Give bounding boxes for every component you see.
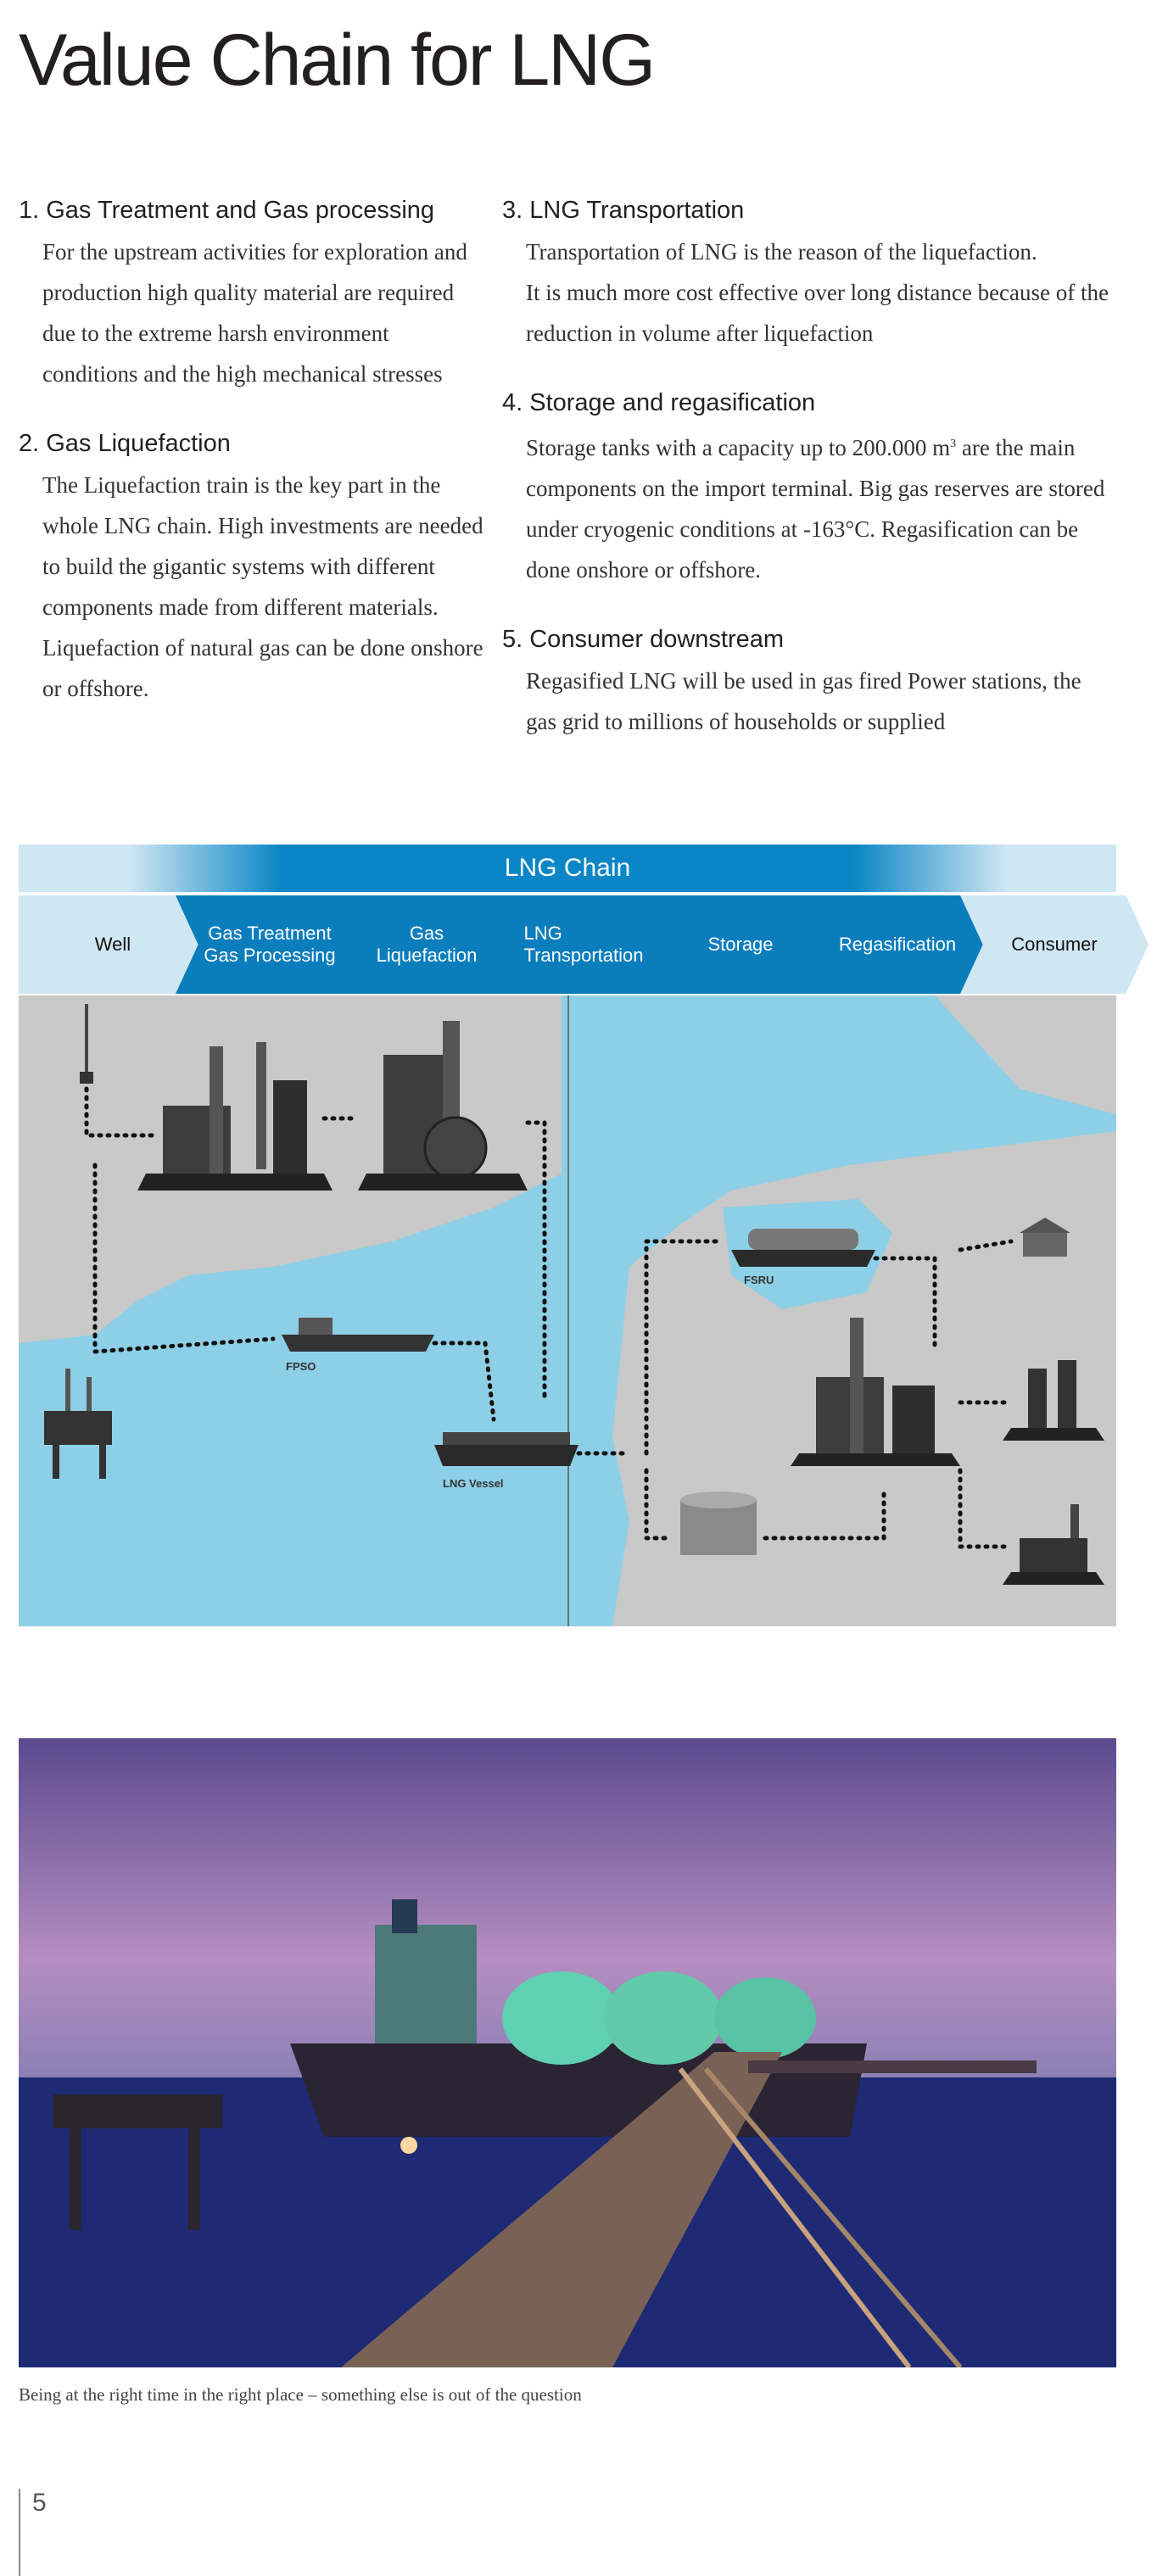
houses-icon — [1020, 1218, 1070, 1257]
page-title: Value Chain for LNG — [19, 20, 656, 101]
section-heading: 1. Gas Treatment and Gas processing — [19, 197, 435, 224]
section-storage-regasification: 4. Storage and regasification Storage ta… — [502, 389, 1113, 590]
section-heading: 2. Gas Liquefaction — [19, 430, 231, 457]
chain-step-label: Storage — [707, 934, 774, 955]
chain-step-label: Consumer — [1011, 934, 1098, 955]
land-corner — [935, 995, 1116, 1114]
section-lng-transportation: 3. LNG Transportation Transportation of … — [502, 197, 1113, 354]
right-column: 3. LNG Transportation Transportation of … — [502, 197, 1113, 778]
chain-step-label: Regasification — [838, 934, 957, 955]
section-heading: 4. Storage and regasification — [502, 389, 816, 416]
section-body-line: It is much more cost effective over long… — [526, 280, 1109, 346]
chain-step-label: Gas Liquefaction — [376, 923, 478, 966]
chain-step-well: Well — [19, 895, 207, 994]
power-station-icon — [1003, 1360, 1104, 1441]
lng-vessel-label: LNG Vessel — [443, 1477, 504, 1490]
section-body: Transportation of LNG is the reason of t… — [526, 231, 1113, 354]
section-gas-liquefaction: 2. Gas Liquefaction The Liquefaction tra… — [19, 430, 485, 709]
chain-step-line: Transportation — [523, 945, 644, 966]
section-body: The Liquefaction train is the key part i… — [42, 472, 483, 701]
liquefaction-plant-icon — [358, 1021, 528, 1190]
chain-step-regasification: Regasification — [803, 895, 992, 994]
chain-step-storage: Storage — [646, 895, 835, 994]
chain-step-label: Well — [94, 934, 131, 955]
section-heading: 3. LNG Transportation — [502, 197, 745, 224]
section-heading: 5. Consumer downstream — [502, 626, 785, 653]
fpso-label: FPSO — [286, 1360, 316, 1373]
page-number-rule — [19, 2489, 20, 2576]
well-icon — [80, 1004, 93, 1084]
page-number: 5 — [32, 2489, 47, 2517]
section-gas-treatment: 1. Gas Treatment and Gas processing For … — [19, 197, 485, 394]
fsru-label: FSRU — [744, 1274, 774, 1286]
offshore-platform-icon — [44, 1369, 112, 1479]
left-column: 1. Gas Treatment and Gas processing For … — [19, 197, 485, 744]
chain-step-consumer: Consumer — [960, 895, 1149, 994]
lng-terminal-photo — [19, 1738, 1116, 2369]
chain-step-line: LNG — [523, 923, 562, 944]
chain-step-liquefaction: Gas Liquefaction — [333, 895, 521, 994]
fsru-icon: FSRU — [731, 1229, 875, 1286]
fpso-icon: FPSO — [282, 1318, 434, 1373]
flow-arrows — [84, 1086, 1014, 1549]
lamp-light — [400, 2137, 417, 2154]
dolphin-structure-icon — [53, 2094, 222, 2230]
jetty-icon — [341, 2052, 1037, 2369]
lng-chain-diagram: FPSO LNG Vessel FSRU — [19, 995, 1116, 1626]
lng-chain-title: LNG Chain — [504, 854, 631, 882]
section-body: For the upstream activities for explorat… — [42, 239, 467, 387]
regasification-plant-icon — [791, 1318, 960, 1466]
body-text: Storage tanks with a capacity up to 200.… — [526, 435, 951, 460]
section-consumer-downstream: 5. Consumer downstream Regasified LNG wi… — [502, 626, 1113, 742]
section-body: Storage tanks with a capacity up to 200.… — [526, 424, 1113, 590]
lng-chain-header: LNG Chain — [19, 845, 1116, 892]
section-body-line: Transportation of LNG is the reason of t… — [526, 239, 1037, 265]
chain-step-line: Gas Processing — [204, 945, 336, 966]
chain-step-line: Gas Treatment — [208, 923, 332, 944]
gas-treatment-plant-icon — [137, 1042, 333, 1190]
factory-icon — [1003, 1504, 1104, 1585]
section-body: Regasified LNG will be used in gas fired… — [526, 668, 1082, 734]
lng-vessel-icon: LNG Vessel — [434, 1432, 578, 1490]
superscript: 3 — [950, 438, 957, 450]
storage-tank-icon — [680, 1492, 757, 1555]
photo-caption: Being at the right time in the right pla… — [19, 2384, 582, 2405]
body-text: are the main components on the import te… — [526, 435, 1105, 583]
